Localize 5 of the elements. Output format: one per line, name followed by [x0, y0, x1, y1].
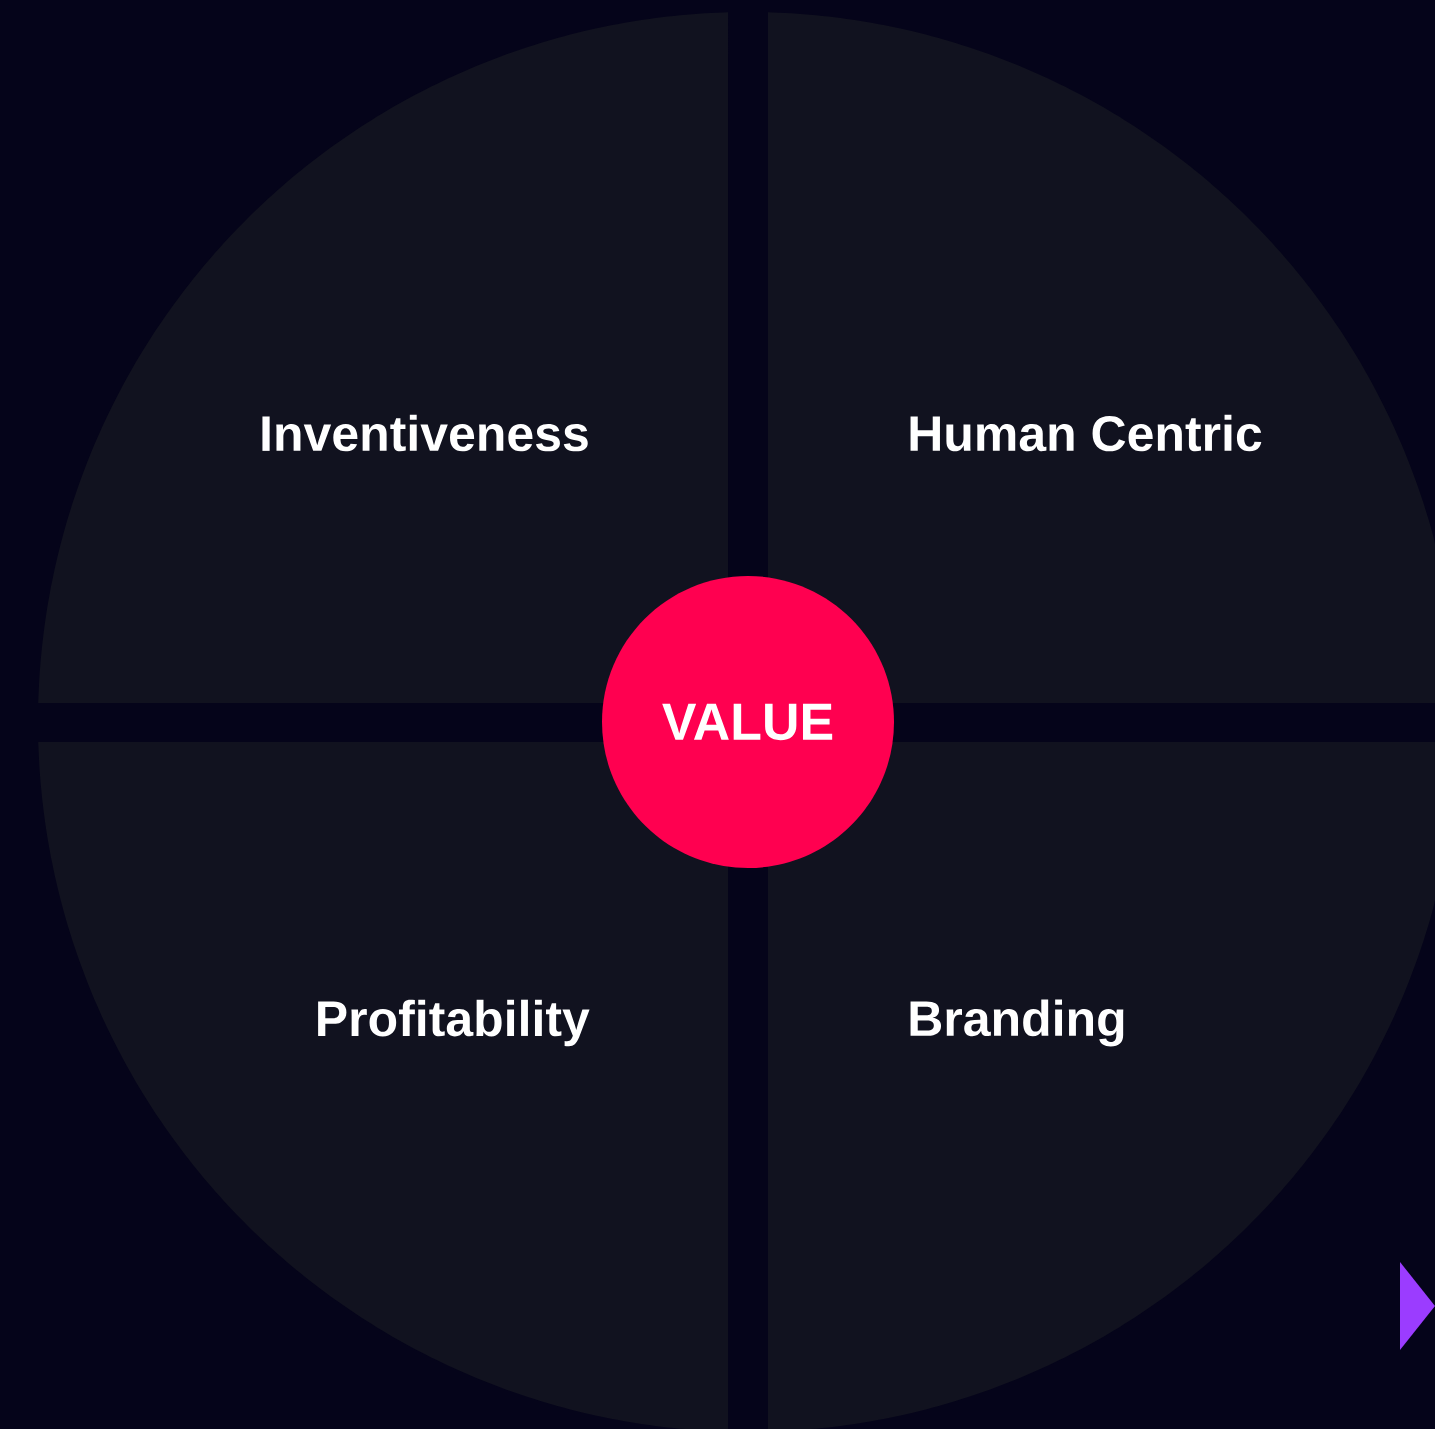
quadrant: Branding: [768, 742, 1435, 1429]
quadrant: Human Centric: [768, 12, 1435, 703]
quadrant: Profitability: [38, 742, 728, 1429]
triangle-marker: [1400, 1262, 1435, 1350]
quadrant: Inventiveness: [38, 12, 728, 703]
